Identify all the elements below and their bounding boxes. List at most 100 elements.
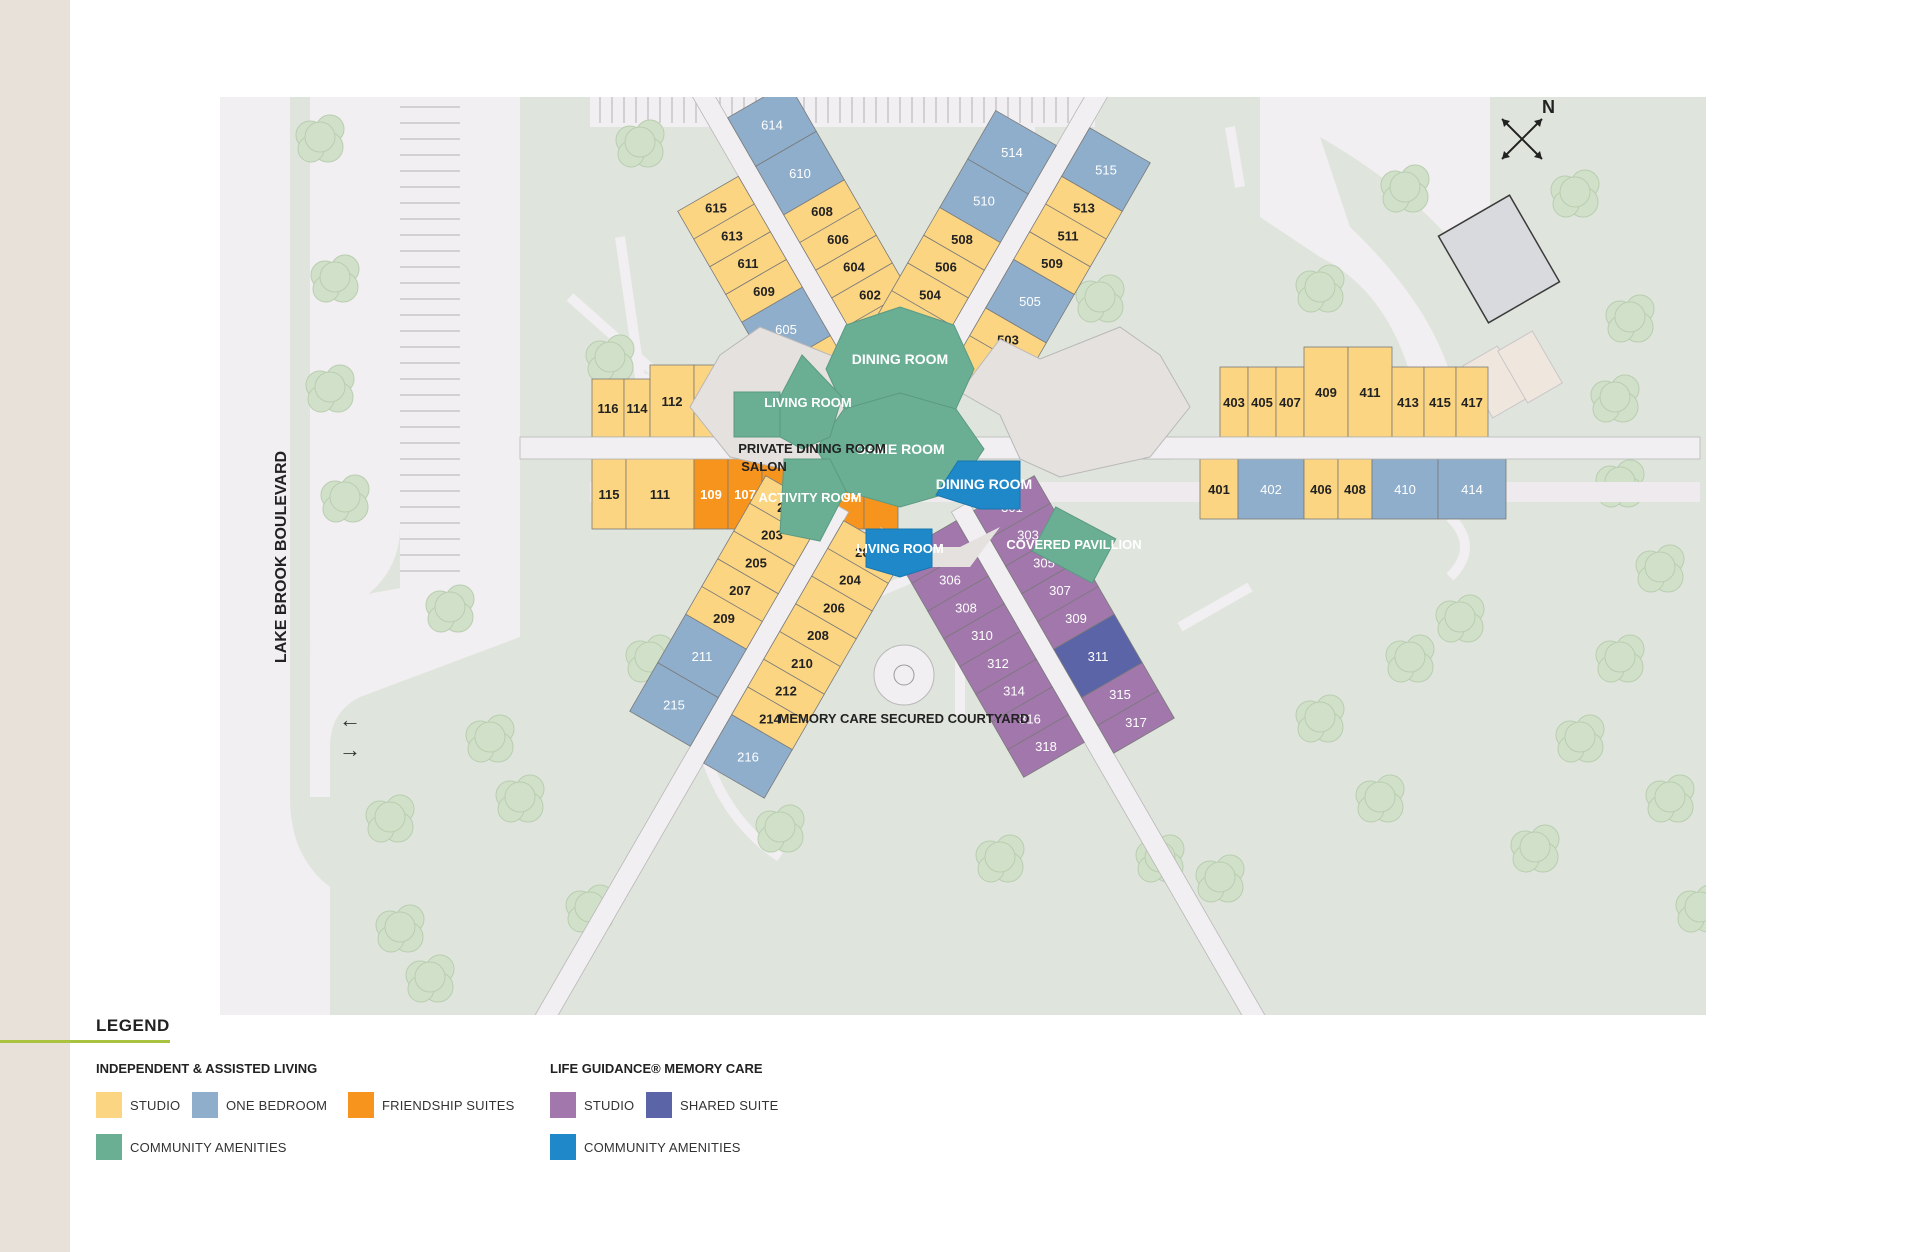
unit-number: 606 bbox=[827, 232, 849, 247]
unit-number: 210 bbox=[791, 656, 813, 671]
covered-pavillion bbox=[1031, 506, 1117, 584]
unit-number: 303 bbox=[1017, 528, 1039, 543]
unit-211[interactable]: 211 bbox=[657, 613, 747, 699]
unit-number: 112 bbox=[662, 394, 683, 409]
unit-317[interactable]: 317 bbox=[1097, 689, 1175, 754]
unit-number: 211 bbox=[692, 649, 713, 664]
unit-number: 205 bbox=[745, 555, 767, 570]
unit-109[interactable]: 109 bbox=[693, 458, 729, 530]
unit-208[interactable]: 208 bbox=[779, 603, 857, 668]
label-courtyard: MEMORY CARE SECURED COURTYARD bbox=[779, 711, 1030, 726]
legend-item-one-bedroom: ONE BEDROOM bbox=[192, 1092, 327, 1118]
site-plan: 1161141121101081061041151111091071051031… bbox=[220, 97, 1706, 1015]
unit-number: 415 bbox=[1429, 395, 1451, 410]
unit-115[interactable]: 115 bbox=[591, 458, 627, 530]
unit-405[interactable]: 405 bbox=[1247, 366, 1277, 438]
compass-arrows-icon bbox=[1501, 118, 1543, 160]
unit-315[interactable]: 315 bbox=[1081, 662, 1159, 726]
unit-515[interactable]: 515 bbox=[1061, 127, 1151, 212]
unit-613[interactable]: 613 bbox=[693, 203, 771, 268]
unit-number: 504 bbox=[919, 287, 941, 302]
unit-number: 615 bbox=[705, 201, 727, 216]
unit-number: 215 bbox=[663, 697, 685, 712]
unit-318[interactable]: 318 bbox=[1007, 714, 1085, 778]
unit-number: 411 bbox=[1360, 385, 1381, 400]
legend-swatch-mc-studio bbox=[550, 1092, 576, 1118]
unit-number: 605 bbox=[775, 322, 797, 337]
unit-417[interactable]: 417 bbox=[1455, 366, 1489, 438]
unit-510[interactable]: 510 bbox=[939, 158, 1029, 244]
unit-614[interactable]: 614 bbox=[727, 97, 817, 167]
unit-number: 515 bbox=[1095, 163, 1117, 178]
unit-401[interactable]: 401 bbox=[1199, 458, 1239, 520]
unit-310[interactable]: 310 bbox=[943, 603, 1021, 668]
unit-number: 309 bbox=[1065, 611, 1087, 626]
unit-number: 410 bbox=[1394, 482, 1416, 497]
unit-408[interactable]: 408 bbox=[1337, 458, 1373, 520]
unit-407[interactable]: 407 bbox=[1275, 366, 1305, 438]
legend-swatch-mc-community bbox=[550, 1134, 576, 1160]
unit-216[interactable]: 216 bbox=[703, 714, 793, 799]
boulevard-road bbox=[220, 97, 330, 1015]
unit-114[interactable]: 114 bbox=[623, 378, 651, 438]
unit-number: 317 bbox=[1125, 715, 1147, 730]
unit-409[interactable]: 409 bbox=[1303, 346, 1349, 438]
unit-number: 314 bbox=[1003, 684, 1025, 699]
legend-item-studio: STUDIO bbox=[96, 1092, 180, 1118]
unit-615[interactable]: 615 bbox=[677, 175, 755, 240]
wing: 2012032052072092112152022042062082102122… bbox=[530, 475, 905, 1015]
unit-number: 413 bbox=[1397, 395, 1419, 410]
unit-number: 204 bbox=[839, 573, 861, 588]
unit-number: 417 bbox=[1461, 395, 1483, 410]
unit-403[interactable]: 403 bbox=[1219, 366, 1249, 438]
unit-506[interactable]: 506 bbox=[907, 234, 985, 299]
unit-number: 116 bbox=[598, 401, 619, 416]
private-dining-alcove bbox=[733, 391, 781, 438]
legend-item-community: COMMUNITY AMENITIES bbox=[96, 1134, 287, 1160]
unit-number: 207 bbox=[729, 583, 751, 598]
unit-604[interactable]: 604 bbox=[815, 234, 893, 299]
living-room-bottom bbox=[865, 528, 933, 578]
unit-406[interactable]: 406 bbox=[1303, 458, 1339, 520]
parking-lot bbox=[400, 97, 520, 637]
legend-item-mc-shared: SHARED SUITE bbox=[646, 1092, 778, 1118]
legend-item-mc-community: COMMUNITY AMENITIES bbox=[550, 1134, 741, 1160]
unit-number: 214 bbox=[759, 711, 781, 726]
unit-415[interactable]: 415 bbox=[1423, 366, 1457, 438]
activity-room bbox=[779, 458, 847, 542]
unit-number: 216 bbox=[737, 749, 759, 764]
unit-402[interactable]: 402 bbox=[1237, 458, 1305, 520]
unit-504[interactable]: 504 bbox=[891, 262, 969, 327]
unit-207[interactable]: 207 bbox=[701, 558, 779, 623]
unit-number: 307 bbox=[1049, 583, 1071, 598]
unit-111[interactable]: 111 bbox=[625, 458, 695, 530]
legend-swatch-friendship bbox=[348, 1092, 374, 1118]
label-private-dining: PRIVATE DINING ROOM bbox=[738, 441, 886, 456]
unit-number: 511 bbox=[1057, 228, 1078, 243]
legend-item-mc-studio: STUDIO bbox=[550, 1092, 634, 1118]
unit-414[interactable]: 414 bbox=[1437, 458, 1507, 520]
legend-label-mc-community: COMMUNITY AMENITIES bbox=[584, 1139, 741, 1155]
unit-number: 505 bbox=[1019, 294, 1041, 309]
unit-312[interactable]: 312 bbox=[959, 630, 1037, 695]
unit-511[interactable]: 511 bbox=[1029, 203, 1107, 268]
unit-411[interactable]: 411 bbox=[1347, 346, 1393, 438]
unit-number: 513 bbox=[1073, 201, 1095, 216]
unit-number: 403 bbox=[1223, 395, 1245, 410]
unit-number: 611 bbox=[738, 256, 759, 271]
unit-413[interactable]: 413 bbox=[1391, 366, 1425, 438]
legend-label-studio: STUDIO bbox=[130, 1097, 181, 1113]
unit-514[interactable]: 514 bbox=[967, 109, 1057, 195]
legend-label-one-bedroom: ONE BEDROOM bbox=[226, 1097, 328, 1113]
unit-112[interactable]: 112 bbox=[649, 364, 695, 438]
entry-drive bbox=[1260, 97, 1490, 417]
unit-number: 408 bbox=[1344, 482, 1366, 497]
unit-609[interactable]: 609 bbox=[725, 258, 803, 323]
unit-number: 206 bbox=[823, 600, 845, 615]
amenity-rooms bbox=[733, 306, 1117, 706]
unit-116[interactable]: 116 bbox=[591, 378, 625, 438]
unit-number: 203 bbox=[761, 528, 783, 543]
unit-410[interactable]: 410 bbox=[1371, 458, 1439, 520]
unit-number: 306 bbox=[939, 573, 961, 588]
unit-215[interactable]: 215 bbox=[629, 662, 719, 747]
